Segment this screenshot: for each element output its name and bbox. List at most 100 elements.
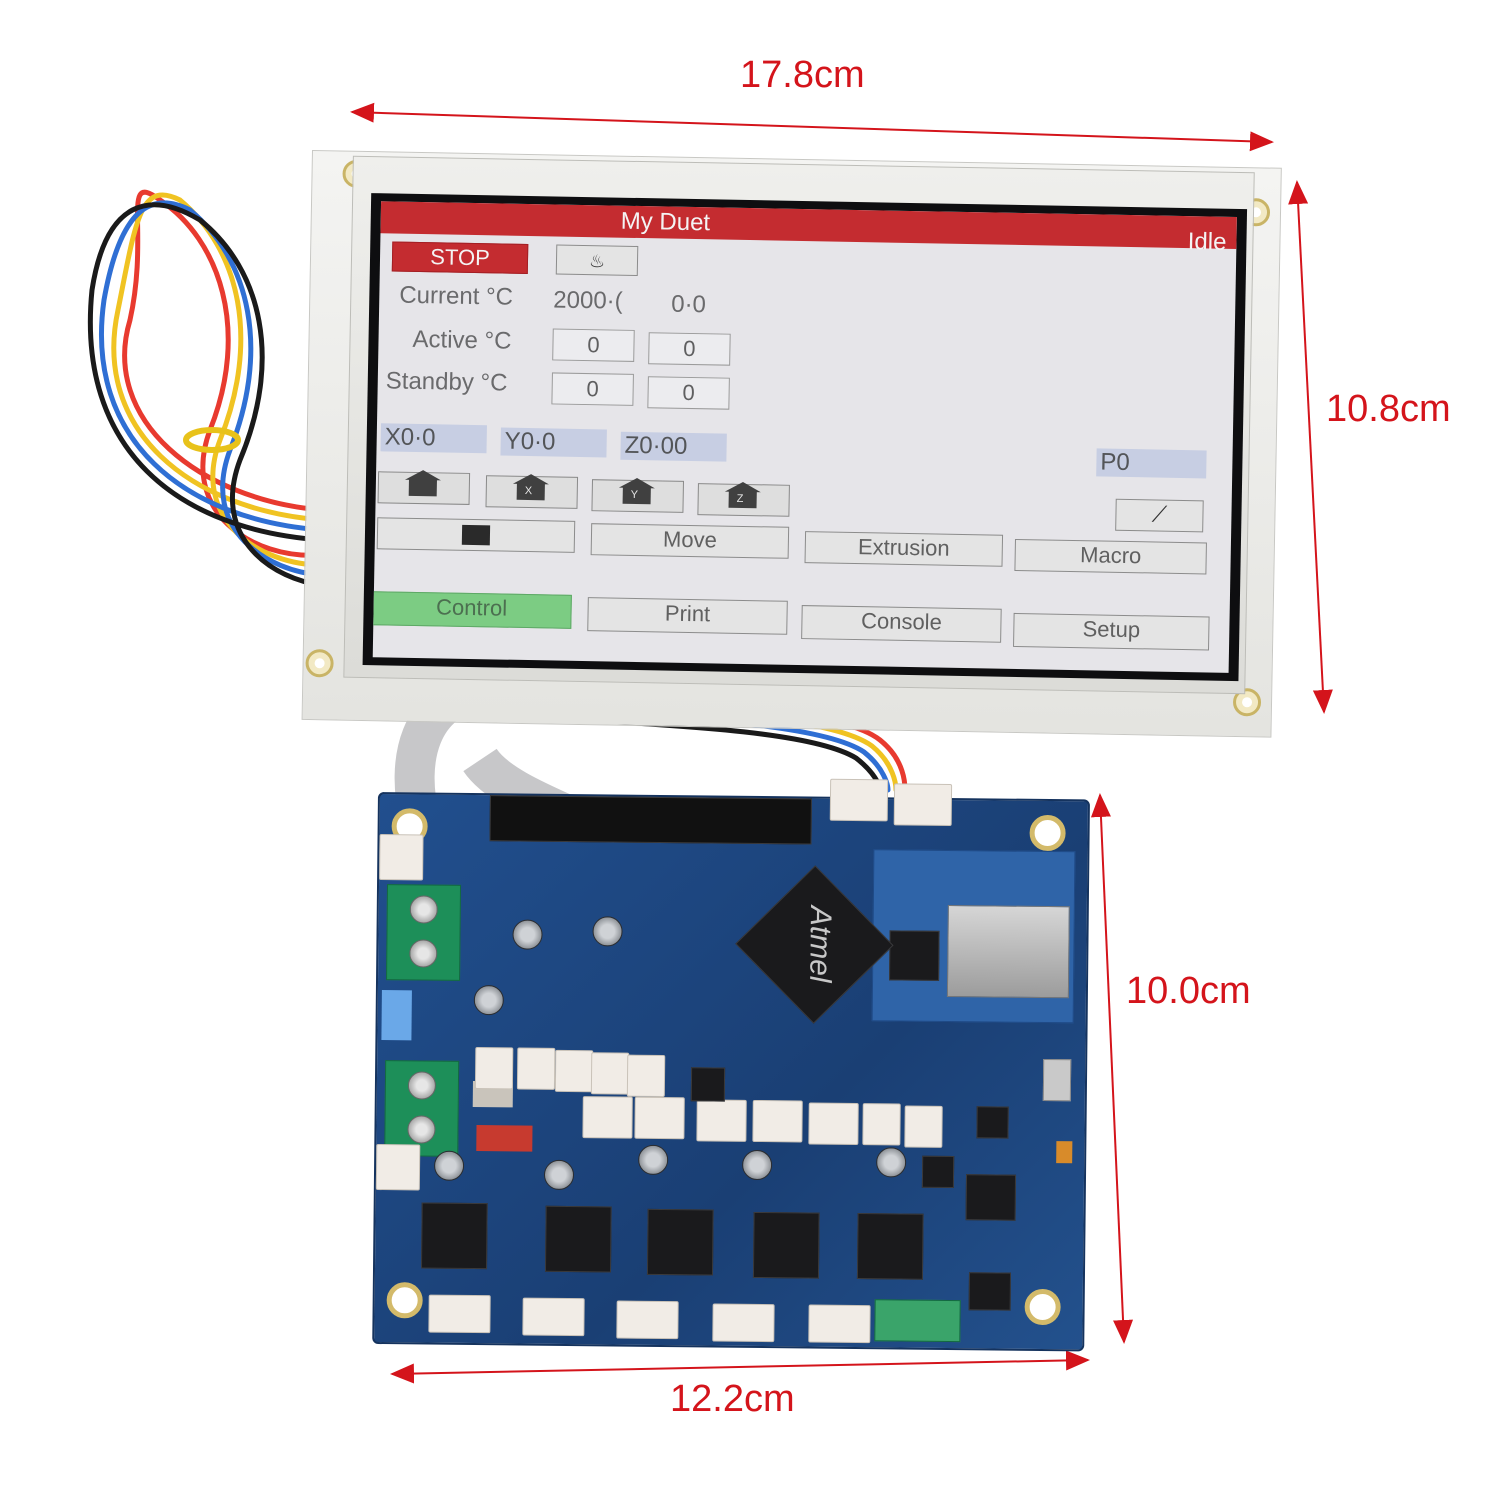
- controller-board: Atmel: [372, 778, 1090, 1352]
- p-value: P0: [1096, 448, 1207, 479]
- board-mount-hole: [1029, 814, 1066, 852]
- display-height-arrow: [1288, 180, 1333, 714]
- board-mount-hole: [386, 1282, 423, 1319]
- chip-brand: Atmel: [803, 905, 838, 983]
- motor-connector: [808, 1304, 871, 1344]
- status-text: Idle: [1187, 228, 1227, 256]
- tab-print[interactable]: Print: [587, 597, 788, 635]
- touch-glass: My Duet Idle STOP ♨ Current °C 2000·( 0·…: [343, 155, 1255, 695]
- active-temp-field[interactable]: 0: [552, 328, 635, 362]
- voltage-regulator: [965, 1174, 1017, 1221]
- white-connector: [634, 1096, 685, 1140]
- z-position: Z0·00: [620, 431, 727, 462]
- ethernet-module: [871, 849, 1076, 1024]
- white-connector: [904, 1105, 943, 1148]
- current-temp-label: Current °C: [399, 281, 514, 311]
- stepper-driver: [421, 1202, 488, 1270]
- current-temp-value: 0·0: [670, 290, 707, 319]
- main-processor: Atmel: [735, 865, 894, 1024]
- white-connector: [752, 1099, 803, 1143]
- capacitor: [473, 985, 504, 1016]
- compensation-icon: ⟋: [1151, 501, 1168, 527]
- capacitor: [638, 1144, 669, 1176]
- lcd-screen: My Duet Idle STOP ♨ Current °C 2000·( 0·…: [372, 201, 1237, 673]
- home-all-button[interactable]: [377, 469, 471, 505]
- stepper-driver: [752, 1211, 820, 1279]
- white-connector: [582, 1096, 633, 1139]
- white-connector: [626, 1054, 666, 1098]
- motor-connector: [712, 1303, 775, 1343]
- board-width-label: 12.2cm: [670, 1378, 795, 1420]
- power-terminal: [384, 1060, 460, 1157]
- display-width-arrow: [350, 102, 1274, 152]
- ethernet-chip: [889, 930, 940, 981]
- board-height-label: 10.0cm: [1126, 970, 1251, 1012]
- small-chip: [921, 1155, 955, 1189]
- title-bar: My Duet Idle: [380, 201, 1237, 256]
- mount-hole: [305, 648, 334, 678]
- white-connector: [590, 1052, 630, 1095]
- white-connector: [474, 1047, 514, 1090]
- heater-icon: ♨: [588, 251, 606, 272]
- home-y-button[interactable]: Y: [591, 477, 684, 513]
- move-button[interactable]: Move: [590, 523, 790, 559]
- white-connector: [379, 834, 424, 881]
- sd-card-icon: [461, 524, 491, 546]
- white-connector: [696, 1099, 747, 1142]
- tab-console[interactable]: Console: [801, 605, 1002, 643]
- capacitor: [512, 919, 543, 950]
- capacitor: [592, 916, 623, 947]
- capacitor: [543, 1159, 575, 1191]
- blade-fuse: [381, 990, 412, 1041]
- usb-port[interactable]: [1042, 1058, 1072, 1102]
- capacitor: [741, 1149, 773, 1181]
- heater-button[interactable]: ♨: [555, 244, 639, 276]
- current-temp-value: 2000·(: [553, 286, 623, 315]
- motor-connector: [616, 1300, 679, 1340]
- reset-button[interactable]: [1056, 1141, 1073, 1164]
- stepper-driver: [856, 1213, 924, 1280]
- active-temp-field[interactable]: 0: [648, 332, 731, 366]
- small-chip: [690, 1067, 726, 1102]
- bed-compensation-button[interactable]: ⟋: [1115, 498, 1204, 533]
- white-connector: [516, 1047, 556, 1090]
- sd-card-button[interactable]: [376, 517, 576, 553]
- display-module: My Duet Idle STOP ♨ Current °C 2000·( 0·…: [301, 150, 1282, 738]
- small-chip: [976, 1106, 1009, 1139]
- white-connector: [375, 1144, 421, 1191]
- standby-temp-field[interactable]: 0: [551, 372, 634, 406]
- terminal-block: [874, 1299, 961, 1343]
- standby-temp-label: Standby °C: [385, 367, 508, 397]
- white-connector: [808, 1102, 859, 1146]
- lcd-bezel: My Duet Idle STOP ♨ Current °C 2000·( 0·…: [362, 193, 1248, 682]
- home-x-button[interactable]: X: [485, 473, 579, 509]
- capacitor: [433, 1150, 465, 1181]
- white-connector: [554, 1049, 594, 1093]
- macro-button[interactable]: Macro: [1014, 538, 1207, 575]
- motor-connector: [522, 1297, 585, 1337]
- standby-temp-field[interactable]: 0: [647, 376, 730, 410]
- white-connector: [862, 1103, 901, 1146]
- white-connector: [829, 778, 889, 822]
- tab-setup[interactable]: Setup: [1013, 612, 1210, 651]
- capacitor: [875, 1147, 907, 1178]
- power-terminal: [386, 884, 462, 981]
- stop-button[interactable]: STOP: [391, 241, 529, 274]
- motor-connector: [428, 1294, 491, 1334]
- wire-tie: [183, 427, 241, 453]
- white-connector: [893, 783, 953, 827]
- display-width-label: 17.8cm: [740, 54, 865, 96]
- home-z-button[interactable]: Z: [697, 481, 790, 517]
- tab-control[interactable]: Control: [372, 591, 572, 629]
- extrusion-button[interactable]: Extrusion: [804, 531, 1004, 567]
- wire-yellow: [111, 192, 325, 568]
- x-position: X0·0: [380, 423, 487, 454]
- voltage-regulator: [968, 1272, 1012, 1311]
- stepper-driver: [544, 1205, 612, 1273]
- wire-blue: [99, 200, 325, 578]
- blade-fuse: [476, 1125, 533, 1152]
- board-height-arrow: [1090, 793, 1134, 1344]
- display-height-label: 10.8cm: [1326, 388, 1451, 430]
- screen-title: My Duet: [620, 207, 711, 237]
